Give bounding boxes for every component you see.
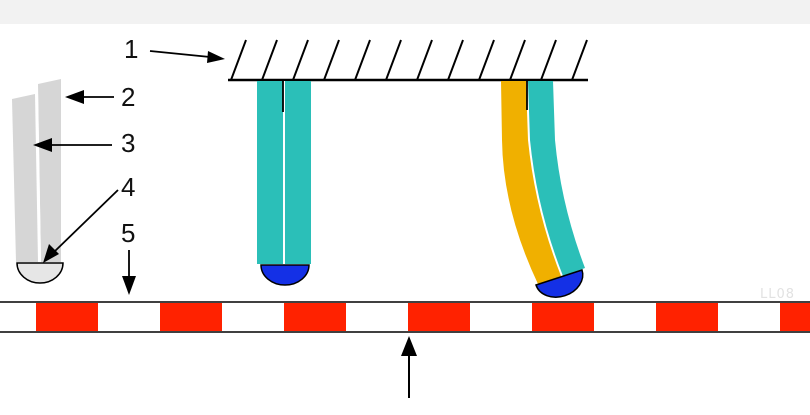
hatch-line: [385, 39, 402, 81]
watermark: LL08: [760, 287, 795, 302]
straight-strip-contact-tip: [260, 264, 310, 286]
rail-red-segment: [284, 303, 346, 331]
label-4-arrow: [43, 189, 119, 263]
legend-strip: [12, 79, 64, 284]
rail-red-segment: [656, 303, 718, 331]
rail-red-segment: [780, 303, 810, 331]
label-1-arrow: [149, 50, 225, 63]
hatch-line: [323, 39, 340, 81]
hatch-line: [509, 39, 526, 81]
bent-strip-layer-teal: [528, 81, 585, 276]
hatch-line: [447, 39, 464, 81]
fixed-support: [228, 39, 588, 82]
hatch-line: [478, 39, 495, 81]
label-5-arrow: [122, 250, 136, 295]
rail-pointer-arrow: [401, 336, 417, 398]
rail-red-segment: [160, 303, 222, 331]
hatch-line: [354, 39, 371, 81]
bent-strip-contact-tip: [535, 269, 584, 298]
hatch-line: [571, 39, 588, 81]
hatch-line: [416, 39, 433, 81]
label-2: 2: [121, 82, 135, 112]
label-2-arrow: [65, 90, 114, 104]
top-background-strip: [0, 0, 810, 24]
hatch-line: [230, 39, 247, 81]
straight-bimetal-strip: [257, 81, 311, 286]
label-3-arrow: [33, 138, 112, 152]
legend-layer-left: [12, 94, 38, 262]
support-hatching: [230, 39, 588, 81]
legend-contact-tip: [16, 262, 64, 284]
label-1: 1: [124, 34, 138, 64]
straight-strip-layer-left: [257, 81, 283, 264]
bent-strip-layer-orange: [501, 81, 561, 284]
rail-red-segment: [36, 303, 98, 331]
hatch-line: [292, 39, 309, 81]
hatch-line: [540, 39, 557, 81]
legend-layer-right: [38, 79, 61, 262]
label-3: 3: [121, 128, 135, 158]
bent-bimetal-strip: [501, 81, 585, 298]
contact-rail: [0, 301, 810, 333]
legend-layer-divider: [36, 91, 41, 263]
rail-red-segment: [532, 303, 594, 331]
rail-red-segments: [36, 303, 810, 331]
straight-strip-layer-right: [285, 81, 311, 264]
label-4: 4: [121, 172, 135, 202]
hatch-line: [261, 39, 278, 81]
rail-red-segment: [408, 303, 470, 331]
label-5: 5: [121, 218, 135, 248]
